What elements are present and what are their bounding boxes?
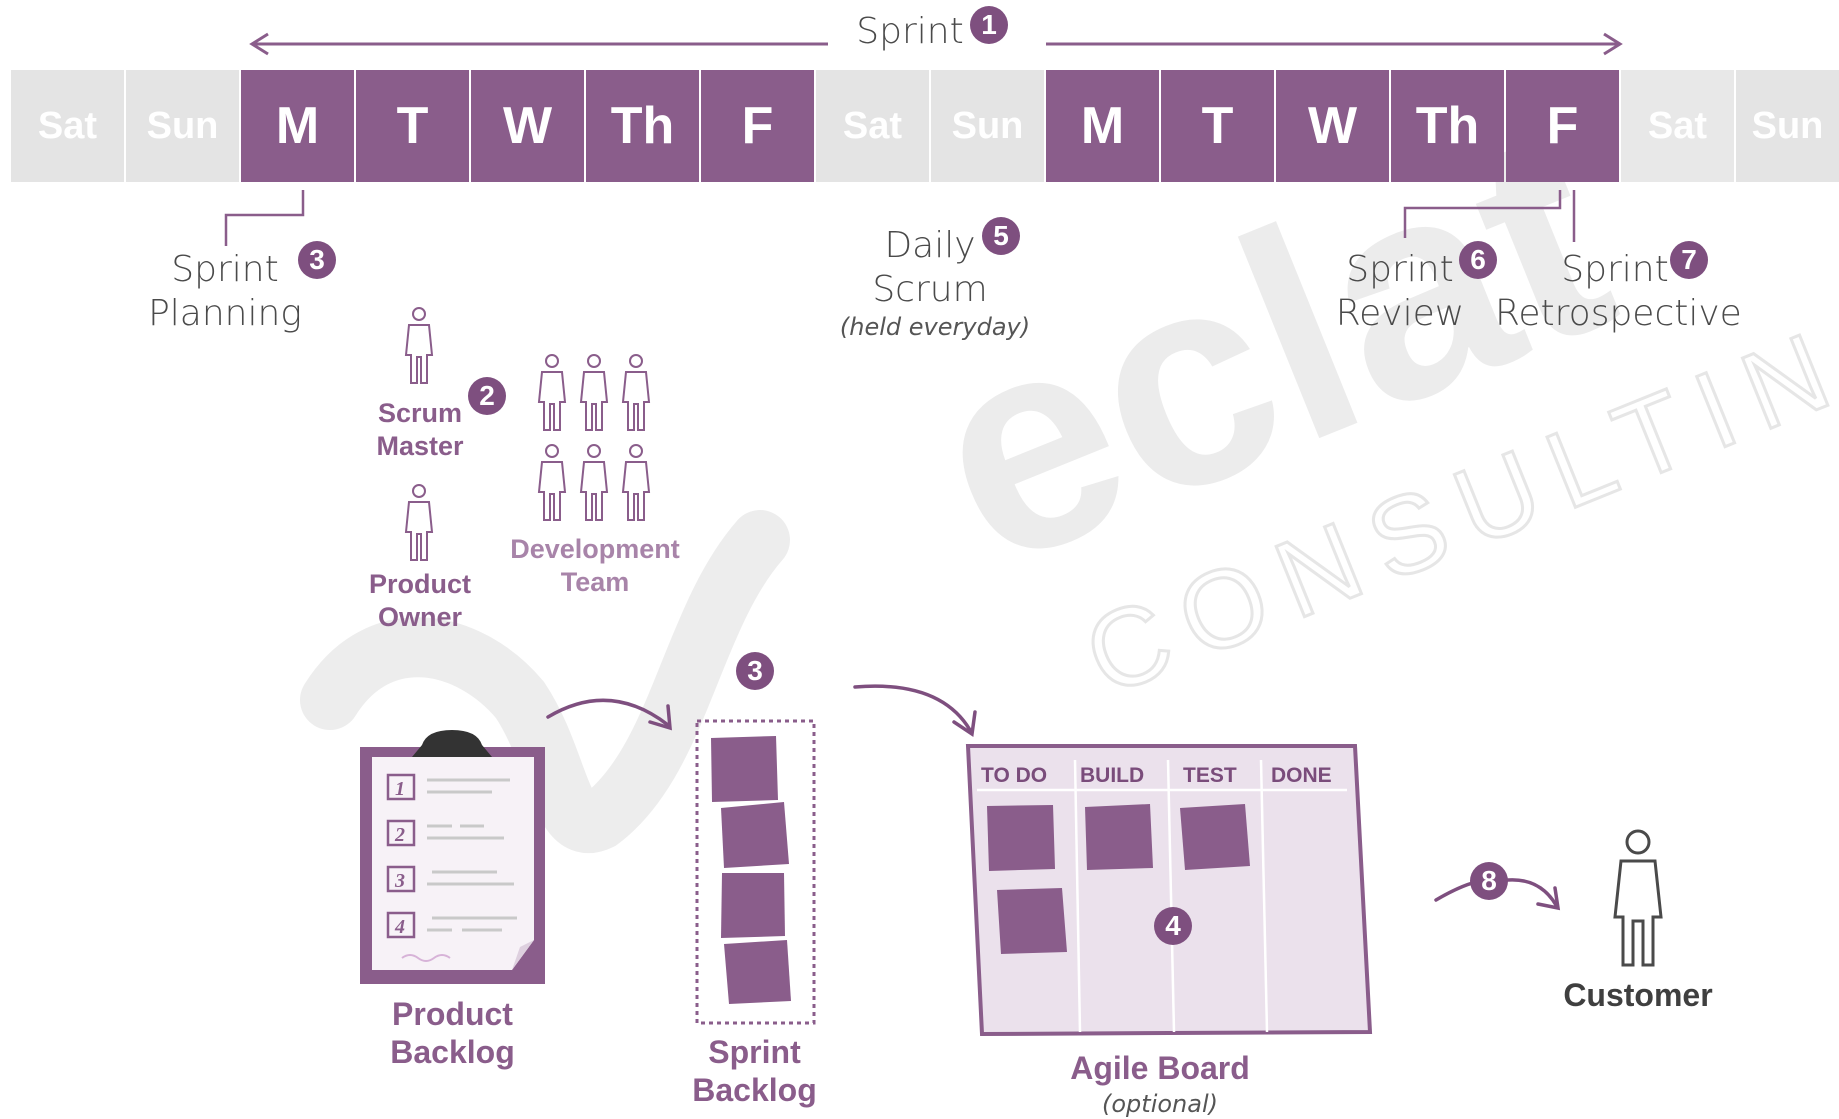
product-backlog-line2: Backlog (390, 1034, 515, 1070)
sprint-backlog-line1: Sprint (708, 1034, 801, 1070)
daily-scrum-line1: Daily (884, 225, 976, 266)
product-backlog-clipboard-icon: 1 2 3 4 (360, 730, 545, 984)
sprint-review-line2: Review (1335, 293, 1465, 334)
backlog-item-number: 3 (394, 870, 405, 892)
sprint-span-arrow (249, 32, 1623, 56)
daily-scrum-line2: Scrum (872, 269, 988, 310)
daily-scrum-note: (held everyday) (839, 313, 1031, 341)
badge-4: 4 (1154, 907, 1192, 945)
day-cell: F (1506, 70, 1619, 182)
agile-board-note: (optional) (1102, 1090, 1218, 1118)
day-cell: F (701, 70, 814, 182)
product-owner-person-icon (404, 484, 434, 561)
sprint-backlog-sticky-notes (695, 719, 816, 1025)
badge-3-planning: 3 (298, 241, 336, 279)
customer-person-icon (1613, 829, 1663, 967)
sprint-planning-label: Sprint Planning (140, 248, 310, 336)
day-cell: W (1276, 70, 1389, 182)
daily-scrum-label: Daily Scrum (855, 224, 1005, 312)
sprint-backlog-label: Sprint Backlog (672, 1033, 837, 1109)
badge-6: 6 (1459, 241, 1497, 279)
badge-8: 8 (1470, 862, 1508, 900)
day-cell: Sat (11, 70, 124, 182)
sprint-planning-line2: Planning (148, 293, 302, 334)
product-owner-line2: Owner (377, 602, 463, 632)
board-column-test: TEST (1183, 764, 1237, 787)
backlog-item-number: 1 (395, 778, 405, 800)
board-column-done: DONE (1271, 764, 1332, 787)
customer-label: Customer (1563, 977, 1713, 1013)
badge-7: 7 (1670, 241, 1708, 279)
day-cell: Sun (931, 70, 1044, 182)
badge-5: 5 (982, 217, 1020, 255)
sprint-review-label: Sprint Review (1330, 248, 1470, 336)
backlog-item-number: 2 (394, 824, 405, 846)
day-cell: Th (1391, 70, 1504, 182)
scrum-master-line2: Master (376, 431, 464, 461)
scrum-master-line1: Scrum (377, 398, 463, 428)
day-cell: Sun (1736, 70, 1839, 182)
product-backlog-label: Product Backlog (370, 995, 535, 1071)
sprint-label: Sprint (856, 11, 964, 52)
sprint-retrospective-line1: Sprint (1561, 249, 1669, 290)
day-cell: M (241, 70, 354, 182)
development-team-line2: Team (560, 567, 630, 597)
development-team-label: Development Team (495, 533, 695, 599)
product-owner-label: Product Owner (355, 568, 485, 634)
backlog-item-number: 4 (394, 916, 405, 938)
agile-board (965, 744, 1373, 1037)
day-cell: W (471, 70, 584, 182)
scrum-master-label: Scrum Master (355, 397, 485, 463)
day-cell: Sun (126, 70, 239, 182)
board-column-build: BUILD (1080, 764, 1145, 787)
sprint-backlog-line2: Backlog (692, 1072, 817, 1108)
product-backlog-line1: Product (392, 996, 513, 1032)
development-team-line1: Development (510, 534, 680, 564)
day-cell: Th (586, 70, 699, 182)
sprint-retrospective-label: Sprint Retrospective (1495, 248, 1742, 336)
day-cell: T (356, 70, 469, 182)
badge-2: 2 (468, 377, 506, 415)
product-owner-line1: Product (368, 569, 471, 599)
badge-3-sprint-backlog: 3 (736, 652, 774, 690)
sprint-retrospective-line2: Retrospective (1495, 293, 1742, 334)
day-cell: T (1161, 70, 1274, 182)
day-cell: Sat (1621, 70, 1734, 182)
sprint-review-line1: Sprint (1346, 249, 1454, 290)
agile-board-title: Agile Board (1070, 1050, 1250, 1086)
event-connectors (224, 190, 1576, 246)
badge-1: 1 (970, 6, 1008, 44)
board-column-todo: TO DO (981, 764, 1048, 787)
scrum-master-person-icon (404, 307, 434, 384)
day-cell: M (1046, 70, 1159, 182)
day-cell: Sat (816, 70, 929, 182)
sprint-planning-line1: Sprint (171, 249, 279, 290)
